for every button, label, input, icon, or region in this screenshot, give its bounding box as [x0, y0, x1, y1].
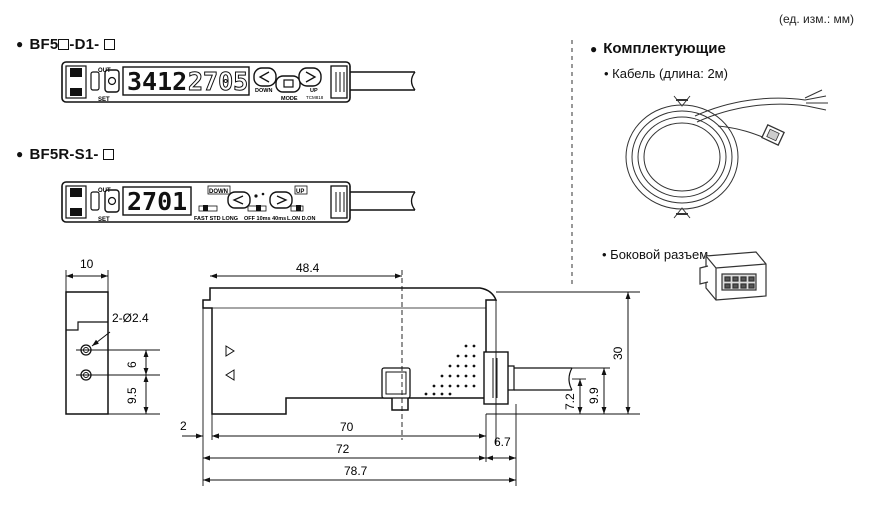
side-view-drawing: 10 2-Ø2.4 6 9.5: [65, 257, 160, 415]
square-icon: [283, 79, 294, 88]
up-button: [269, 191, 293, 209]
dim-cable-height2: 7.2: [563, 393, 577, 410]
up-button: [298, 67, 322, 87]
lcd-main-value: 2701: [127, 187, 187, 216]
model-label-bf5-d1: ● BF5 -D1-: [16, 36, 115, 53]
model-label-bf5r-s1: ● BF5R-S1-: [16, 146, 114, 163]
set-label: SET: [98, 217, 110, 223]
switch3-label: L.ON D.ON: [287, 216, 315, 222]
right-arrow-icon: [305, 71, 317, 83]
accessory-connector-text: Боковой разъем: [610, 247, 709, 262]
dim-length-787: 78.7: [344, 464, 368, 478]
switch1-label: FAST STD LONG: [194, 216, 238, 222]
device-bf5-d1: OUT SET 3412 2705 DOWN MODE UP TCM818: [61, 61, 416, 103]
bullet: ●: [16, 37, 24, 51]
dim-hole-pitch: 6: [125, 361, 139, 368]
lcd-sub-value: 2705: [188, 67, 248, 96]
dim-holes: 2-Ø2.4: [112, 311, 149, 325]
bullet: ●: [590, 42, 598, 56]
vent-dots: [424, 344, 476, 396]
accessories-title: ● Комплектующие: [590, 40, 726, 57]
out-label: OUT: [98, 188, 111, 194]
side-connector-illustration: [699, 251, 767, 301]
bullet: ●: [16, 147, 24, 161]
down-button: [227, 191, 251, 209]
small-label: TCM818: [306, 95, 324, 100]
up-label: UP: [310, 88, 318, 94]
dim-top-length: 48.4: [296, 261, 320, 275]
dim-side-width: 10: [80, 257, 94, 271]
dim-length-67: 6.7: [494, 435, 511, 449]
mode-button: [275, 75, 301, 93]
dim-cable-height1: 9.9: [587, 387, 601, 404]
placeholder-box-icon: [58, 39, 70, 50]
switch2-label: OFF 10ms 40ms: [244, 216, 286, 222]
left-arrow-icon: [232, 195, 244, 205]
dim-height: 30: [611, 346, 625, 360]
model-mid: -D1-: [69, 36, 100, 53]
dim-length-72: 72: [336, 442, 350, 456]
bullet: •: [602, 247, 611, 262]
down-label: DOWN: [209, 189, 228, 195]
down-button: [253, 67, 277, 87]
placeholder-box-icon: [103, 39, 115, 50]
accessory-cable-label: • Кабель (длина: 2м): [604, 66, 728, 81]
dim-left-offset: 2: [180, 419, 187, 433]
accessory-cable-text: Кабель (длина: 2м): [612, 66, 728, 81]
placeholder-box-icon: [102, 149, 114, 160]
left-arrow-icon: [258, 71, 270, 83]
front-view-drawing: 48.4 30 9.9 7.2 2 70 72 6.7 78.7: [180, 261, 640, 486]
up-label: UP: [296, 189, 304, 195]
out-label: OUT: [98, 68, 111, 74]
model-prefix: BF5: [29, 36, 59, 53]
lcd-main-value: 3412: [127, 67, 187, 96]
accessory-connector-label: • Боковой разъем: [602, 247, 708, 262]
dim-hole-bottom: 9.5: [125, 387, 139, 404]
accessories-title-text: Комплектующие: [603, 40, 726, 57]
mode-label: MODE: [281, 96, 298, 102]
right-arrow-icon: [276, 195, 288, 205]
unit-note: (ед. изм.: мм): [778, 12, 854, 26]
set-label: SET: [98, 97, 110, 103]
dim-length-70: 70: [340, 420, 354, 434]
bullet: •: [604, 66, 613, 81]
down-label: DOWN: [255, 88, 272, 94]
device-bf5r-s1: OUT SET 2701 DOWN UP FAST STD LONG OFF 1…: [61, 181, 416, 223]
model-prefix: BF5R-S1-: [29, 146, 99, 163]
cable-illustration: [625, 89, 828, 219]
